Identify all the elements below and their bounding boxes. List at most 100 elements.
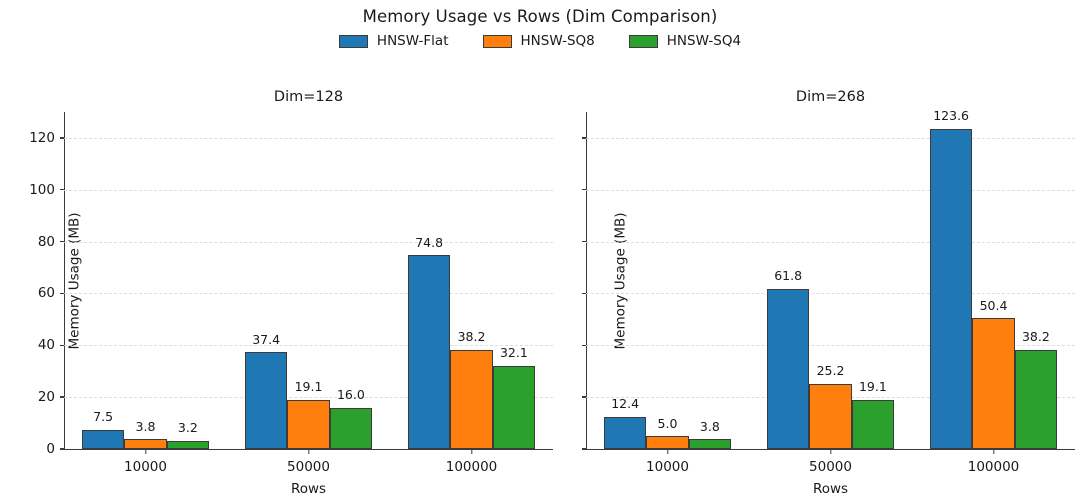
- bar-hnsw-sq4-50000[interactable]: 19.1: [851, 380, 895, 449]
- y-tick-label: 80: [37, 233, 55, 250]
- bar-hnsw-sq8-100000[interactable]: 38.2: [450, 331, 493, 449]
- bar-group: 12.4 5.0 3.8 10000: [586, 112, 749, 475]
- y-tick-mark: [581, 189, 586, 191]
- x-tick-label: 100000: [445, 459, 498, 475]
- bar-hnsw-sq4-50000[interactable]: 16.0: [329, 389, 373, 449]
- x-tick-label: 50000: [809, 459, 852, 475]
- legend-entry-hnsw-sq8[interactable]: HNSW-SQ8: [482, 33, 595, 49]
- bar-value-label: 123.6: [933, 108, 970, 124]
- x-tick-label: 10000: [646, 459, 689, 475]
- bar-hnsw-sq4-10000[interactable]: 3.8: [688, 420, 732, 449]
- y-tick-mark: [581, 396, 586, 398]
- y-tick-mark: [59, 137, 64, 139]
- y-gridline: [64, 345, 553, 347]
- bar-value-label: 16.0: [336, 387, 365, 403]
- x-tick-mark: [992, 449, 995, 454]
- y-tick-label: 40: [37, 337, 55, 354]
- y-gridline: [586, 293, 1075, 295]
- bar-hnsw-sq4-10000[interactable]: 3.2: [166, 422, 210, 449]
- bar-value-label: 12.4: [611, 396, 640, 412]
- bar-hnsw-sq8-10000[interactable]: 3.8: [124, 420, 167, 449]
- y-tick-mark: [581, 344, 586, 346]
- bar-hnsw-flat-10000[interactable]: 7.5: [81, 411, 125, 449]
- bar-value-label: 3.8: [699, 418, 720, 434]
- legend-swatch-icon: [338, 34, 368, 48]
- legend-label: HNSW-Flat: [376, 33, 449, 49]
- bar-value-label: 38.2: [457, 329, 486, 345]
- bar-hnsw-flat-100000[interactable]: 74.8: [407, 236, 451, 449]
- bar-value-label: 3.2: [177, 420, 198, 436]
- bar-hnsw-sq8-10000[interactable]: 5.0: [646, 417, 689, 449]
- subplot-right-title: Dim=268: [795, 89, 866, 105]
- y-gridline: [586, 189, 1075, 192]
- y-tick-mark: [59, 396, 64, 398]
- y-tick-mark: [59, 240, 64, 243]
- y-tick-mark: [59, 189, 64, 191]
- x-axis-label-right: Rows: [812, 481, 849, 497]
- y-gridline: [64, 189, 553, 192]
- y-gridline: [586, 137, 1075, 140]
- subplot-left-title: Dim=128: [273, 89, 344, 105]
- bar-hnsw-sq8-50000[interactable]: 25.2: [809, 365, 852, 449]
- x-axis-label-left: Rows: [290, 481, 327, 497]
- x-tick-label: 50000: [287, 459, 330, 475]
- y-tick-label: 100: [29, 181, 55, 198]
- bar-value-label: 74.8: [415, 234, 444, 250]
- bar-value-label: 25.2: [816, 363, 845, 379]
- y-gridline: [64, 241, 553, 244]
- legend-swatch-icon: [628, 34, 658, 48]
- y-tick-mark: [581, 137, 586, 139]
- legend-entry-hnsw-sq4[interactable]: HNSW-SQ4: [628, 33, 742, 49]
- bar-value-label: 32.1: [499, 345, 528, 361]
- y-gridline: [586, 241, 1075, 244]
- bar-group: 61.8 25.2 19.1 50000: [749, 112, 912, 475]
- y-tick-mark: [581, 240, 586, 243]
- bar-hnsw-sq4-100000[interactable]: 32.1: [492, 347, 536, 449]
- bar-group: 37.4 19.1 16.0 50000: [227, 112, 390, 475]
- legend-label: HNSW-SQ4: [666, 33, 742, 49]
- legend-swatch-icon: [482, 34, 512, 48]
- bar-value-label: 5.0: [657, 415, 678, 431]
- bar-value-label: 7.5: [93, 409, 114, 425]
- bar-value-label: 19.1: [294, 379, 323, 394]
- x-tick-mark: [144, 449, 147, 454]
- x-tick-mark: [307, 449, 310, 454]
- bar-value-label: 61.8: [774, 268, 803, 284]
- bar-group: 123.6 50.4 38.2 100000: [912, 110, 1075, 475]
- x-tick-mark: [829, 449, 832, 454]
- y-tick-mark: [581, 292, 586, 295]
- y-tick-label: 120: [29, 129, 55, 146]
- bar-value-label: 50.4: [979, 297, 1008, 313]
- bar-value-label: 3.8: [135, 418, 156, 434]
- bar-hnsw-flat-100000[interactable]: 123.6: [929, 110, 973, 449]
- y-axis-spine-left: [64, 112, 66, 449]
- y-tick-mark: [59, 292, 64, 295]
- x-tick-mark: [470, 449, 473, 454]
- bar-group: 74.8 38.2 32.1 100000: [390, 112, 553, 475]
- legend-label: HNSW-SQ8: [520, 33, 595, 49]
- y-axis-spine-right: [586, 112, 588, 449]
- plot-area-right: 12.4 5.0 3.8 10000 61.8 25.2 19.1 50000 123.6 50.…: [581, 110, 1075, 475]
- bar-hnsw-sq4-100000[interactable]: 38.2: [1014, 331, 1058, 449]
- bar-hnsw-sq8-50000[interactable]: 19.1: [287, 380, 330, 449]
- y-gridline: [64, 293, 553, 295]
- bar-hnsw-flat-10000[interactable]: 12.4: [603, 398, 647, 449]
- y-gridline: [64, 137, 553, 140]
- x-tick-label: 100000: [967, 459, 1020, 475]
- y-tick-mark: [581, 448, 586, 450]
- y-gridline: [586, 345, 1075, 347]
- bar-value-label: 37.4: [252, 331, 281, 347]
- y-tick-label: 20: [37, 389, 55, 406]
- figure-title: Memory Usage vs Rows (Dim Comparison): [362, 7, 718, 26]
- bar-value-label: 19.1: [858, 379, 887, 394]
- bar-hnsw-flat-50000[interactable]: 37.4: [244, 333, 288, 449]
- bar-hnsw-flat-50000[interactable]: 61.8: [766, 270, 810, 449]
- bar-hnsw-sq8-100000[interactable]: 50.4: [972, 299, 1015, 449]
- y-tick-label: 0: [46, 441, 55, 457]
- legend-entry-hnsw-flat[interactable]: HNSW-Flat: [338, 33, 449, 49]
